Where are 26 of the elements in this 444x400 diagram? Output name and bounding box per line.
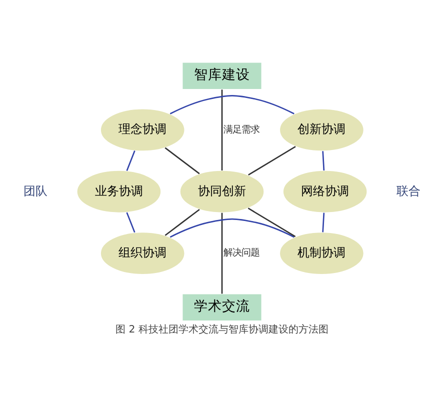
connector	[164, 208, 200, 236]
node-ellipse: 组织协调	[100, 231, 186, 274]
connector	[126, 212, 136, 232]
connector	[170, 94, 294, 114]
label: 联合	[396, 183, 421, 198]
connector	[322, 212, 325, 232]
connector	[248, 207, 296, 237]
connector	[322, 150, 325, 170]
edge-label: 解决问题	[223, 247, 260, 258]
node-box: 智库建设	[182, 61, 262, 90]
caption: 图 2 科技社团学术交流与智库协调建设的方法图	[116, 324, 328, 335]
node-ellipse: 协同创新	[180, 170, 264, 213]
connector	[126, 150, 136, 170]
node-ellipse: 创新协调	[279, 108, 364, 151]
label: 团队	[23, 183, 48, 198]
connector	[221, 89, 223, 170]
node-box: 学术交流	[182, 292, 262, 321]
connector	[248, 145, 296, 175]
edge-label: 满足需求	[223, 124, 260, 135]
node-ellipse: 机制协调	[279, 231, 364, 274]
node-ellipse: 业务协调	[76, 170, 162, 213]
connector	[221, 212, 223, 294]
connector	[170, 218, 294, 238]
connector	[164, 146, 200, 174]
node-ellipse: 理念协调	[100, 108, 186, 151]
node-ellipse: 网络协调	[282, 170, 368, 213]
